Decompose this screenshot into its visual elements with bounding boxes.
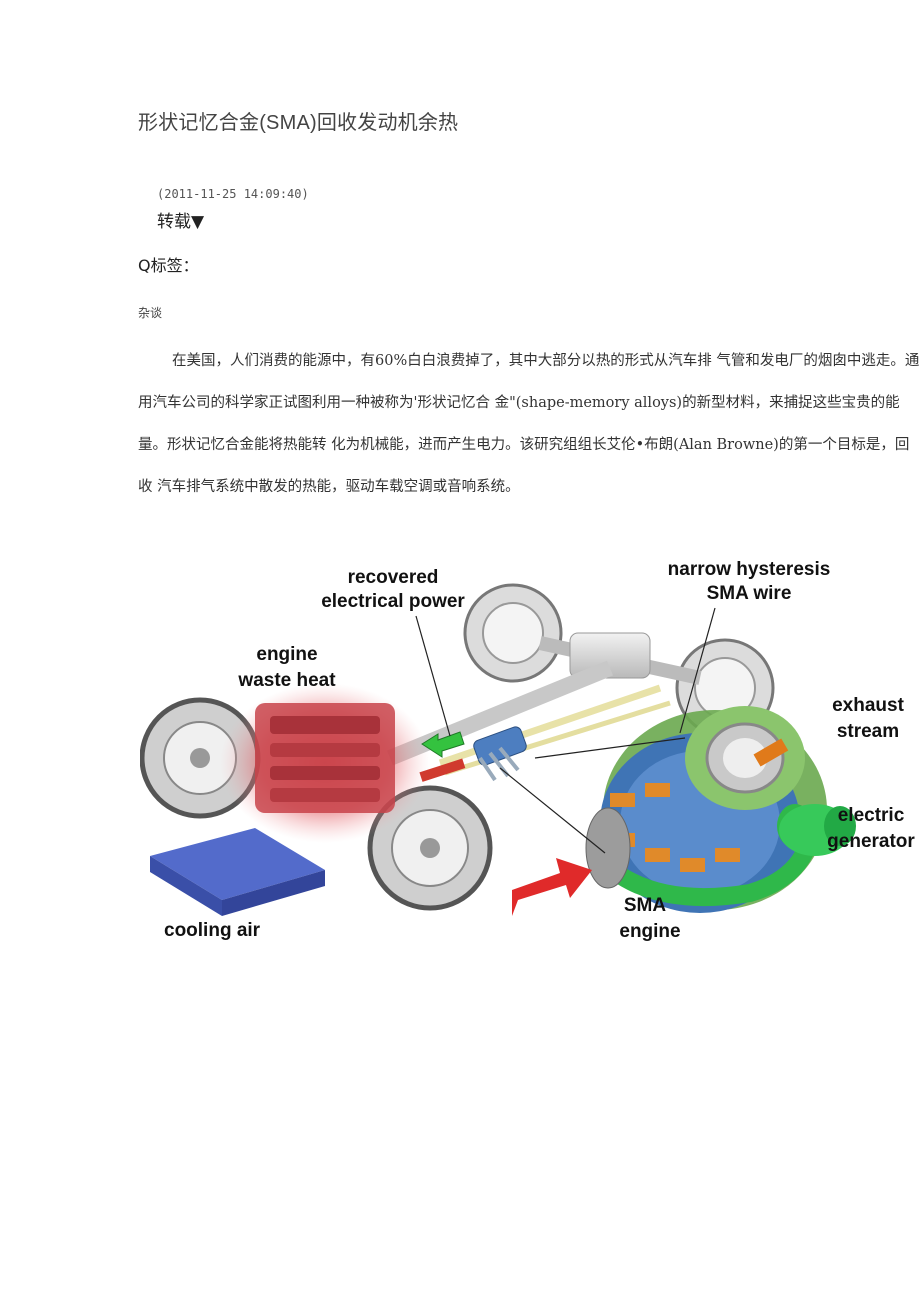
tags-label: Q标签： bbox=[138, 252, 199, 276]
label-electric-line1: electric bbox=[838, 805, 905, 826]
label-sma-line1: SMA bbox=[624, 895, 667, 916]
label-engine-line2: waste heat bbox=[237, 670, 336, 691]
diagram-illustration: recovered electrical power narrow hyster… bbox=[140, 548, 920, 948]
callout-sma-engine bbox=[500, 768, 605, 853]
repost-toggle[interactable]: 转载▼ bbox=[157, 207, 204, 232]
exhaust-heat-arrow bbox=[512, 858, 592, 916]
label-recovered-line1: recovered bbox=[348, 567, 439, 588]
label-engine-line1: engine bbox=[256, 644, 317, 665]
label-exhaust-line2: stream bbox=[837, 721, 899, 742]
rear-wheel-left bbox=[465, 585, 561, 681]
sma-engine-assembly bbox=[586, 706, 827, 913]
callout-recovered bbox=[416, 616, 450, 736]
tag-link[interactable]: 杂谈 bbox=[138, 304, 162, 321]
label-recovered-line2: electrical power bbox=[321, 591, 465, 612]
label-sma-line2: engine bbox=[619, 921, 680, 942]
page-title: 形状记忆合金(SMA)回收发动机余热 bbox=[138, 106, 458, 135]
label-exhaust-line1: exhaust bbox=[832, 695, 904, 716]
sma-engine-diagram: recovered electrical power narrow hyster… bbox=[140, 548, 920, 948]
engine-block bbox=[255, 703, 395, 813]
cooling-air-panel bbox=[150, 828, 325, 916]
label-narrow-line1: narrow hysteresis bbox=[668, 559, 831, 580]
label-narrow-line2: SMA wire bbox=[707, 583, 792, 604]
post-timestamp: (2011-11-25 14:09:40) bbox=[157, 187, 309, 201]
article-paragraph: 在美国，人们消费的能源中，有60%白白浪费掉了，其中大部分以热的形式从汽车排 气… bbox=[138, 340, 920, 508]
label-electric-line2: generator bbox=[827, 831, 915, 852]
label-cooling-air: cooling air bbox=[164, 920, 261, 941]
